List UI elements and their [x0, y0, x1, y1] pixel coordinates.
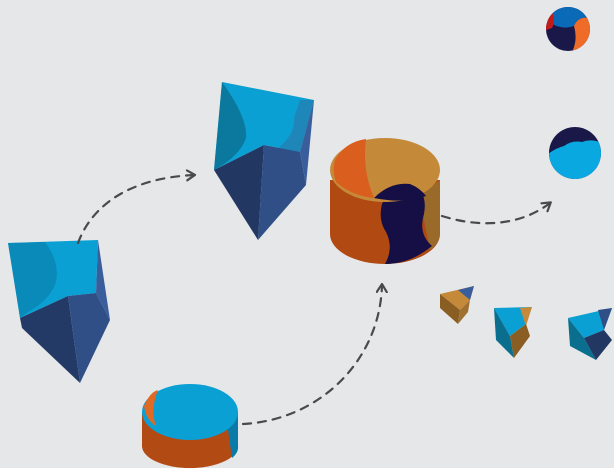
center-cylinder-top-orange — [333, 139, 374, 198]
center-cylinder-top-navy — [374, 183, 426, 201]
middle-sphere-light-patch — [549, 140, 601, 179]
middle-right-sphere — [549, 127, 601, 179]
bottom-cylinder-top-orange — [144, 390, 158, 426]
center-prism-side-far — [300, 100, 314, 185]
arrow-cylinder-to-cylinder — [241, 285, 382, 426]
center-prism-top-shade — [214, 82, 247, 170]
left-pentagonal-prism — [8, 240, 110, 383]
bottom-cylinder-top — [142, 384, 238, 440]
left-prism-side-left — [20, 296, 80, 383]
center-cylinder-navy-patch — [380, 183, 432, 264]
center-pentagonal-prism — [214, 82, 314, 240]
arrow-prism-to-prism — [76, 175, 194, 245]
arrow-cylinder-to-sphere — [440, 203, 550, 225]
center-prism-side-left — [214, 145, 264, 240]
left-prism-top-shade — [8, 242, 57, 318]
center-cylinder-body-tan — [420, 180, 440, 250]
small-tan-wedge — [440, 286, 474, 324]
left-prism-side-far — [96, 240, 110, 320]
left-prism-side-right — [68, 293, 110, 383]
top-sphere-blue-patch — [548, 7, 590, 28]
center-prism-top-accent — [276, 100, 314, 152]
small-blue-tan-wedge — [494, 307, 532, 358]
bottom-cylinder — [142, 384, 239, 468]
small-blue-wedge — [568, 308, 612, 360]
center-cylinder — [330, 138, 440, 264]
center-prism-side-right — [258, 145, 306, 240]
top-right-sphere — [546, 7, 590, 51]
